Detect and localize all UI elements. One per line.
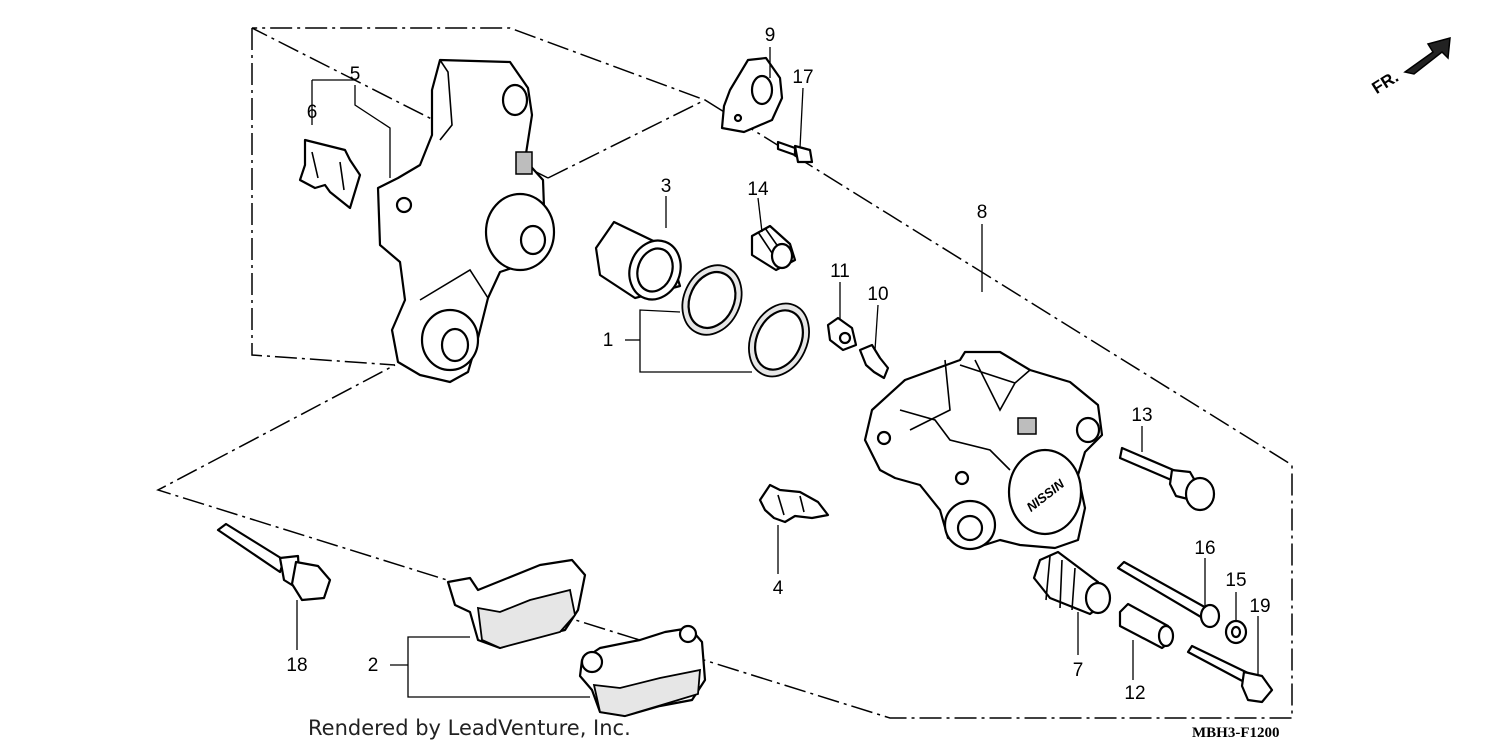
part-label-4: 4 <box>773 578 784 599</box>
front-direction-marker: FR. <box>1369 36 1451 98</box>
piston-seals <box>681 264 810 378</box>
part-label-14: 14 <box>747 179 769 200</box>
front-arrow-icon <box>1403 36 1451 75</box>
part-label-16: 16 <box>1194 538 1215 559</box>
render-credit: Rendered by LeadVenture, Inc. <box>308 716 631 740</box>
pin-16 <box>1116 560 1221 629</box>
pin-boot-bottom <box>1032 550 1112 616</box>
part-label-5: 5 <box>350 64 361 85</box>
piston <box>594 220 682 301</box>
bolt-19 <box>1186 644 1274 704</box>
pin-bolt-18 <box>216 522 332 602</box>
part-label-19: 19 <box>1249 596 1270 617</box>
pad-spring <box>298 138 362 210</box>
part-label-3: 3 <box>661 176 672 197</box>
part-numbers: 1 2 3 4 5 6 7 8 9 10 11 12 13 14 15 16 1… <box>286 25 1270 704</box>
nut-15 <box>1224 619 1248 645</box>
part-label-11: 11 <box>830 261 850 282</box>
caliper-body <box>863 350 1104 551</box>
pads-leader <box>390 636 590 698</box>
pin-boot-top <box>750 224 797 272</box>
part-label-10: 10 <box>867 284 888 305</box>
part-label-13: 13 <box>1131 405 1152 426</box>
bleeder-cap <box>826 316 858 352</box>
diagram-code: MBH3-F1200 <box>1192 725 1280 741</box>
assembly-frame <box>156 27 1293 719</box>
part-label-7: 7 <box>1073 660 1084 681</box>
part-label-15: 15 <box>1225 570 1246 591</box>
clamp-bolt <box>776 140 814 164</box>
part-label-8: 8 <box>977 202 988 223</box>
spring-leader <box>311 79 355 125</box>
front-direction-label: FR. <box>1369 67 1402 98</box>
part-label-1: 1 <box>603 330 614 351</box>
part-label-17: 17 <box>792 67 813 88</box>
pin-sleeve <box>1118 602 1175 650</box>
part-label-18: 18 <box>286 655 307 676</box>
part-label-12: 12 <box>1124 683 1145 704</box>
seals-leader <box>625 309 752 373</box>
leader-lines <box>296 47 1259 680</box>
pad-retainer <box>758 483 830 524</box>
part-label-6: 6 <box>307 102 318 123</box>
caliper-bracket <box>376 58 556 384</box>
bleeder-valve <box>858 343 890 380</box>
hose-clamp <box>720 56 784 134</box>
brake-pads <box>446 558 707 718</box>
part-label-2: 2 <box>368 655 379 676</box>
part-label-9: 9 <box>765 25 776 46</box>
bracket-leader <box>354 85 391 178</box>
pin-bolt-13 <box>1118 446 1216 512</box>
